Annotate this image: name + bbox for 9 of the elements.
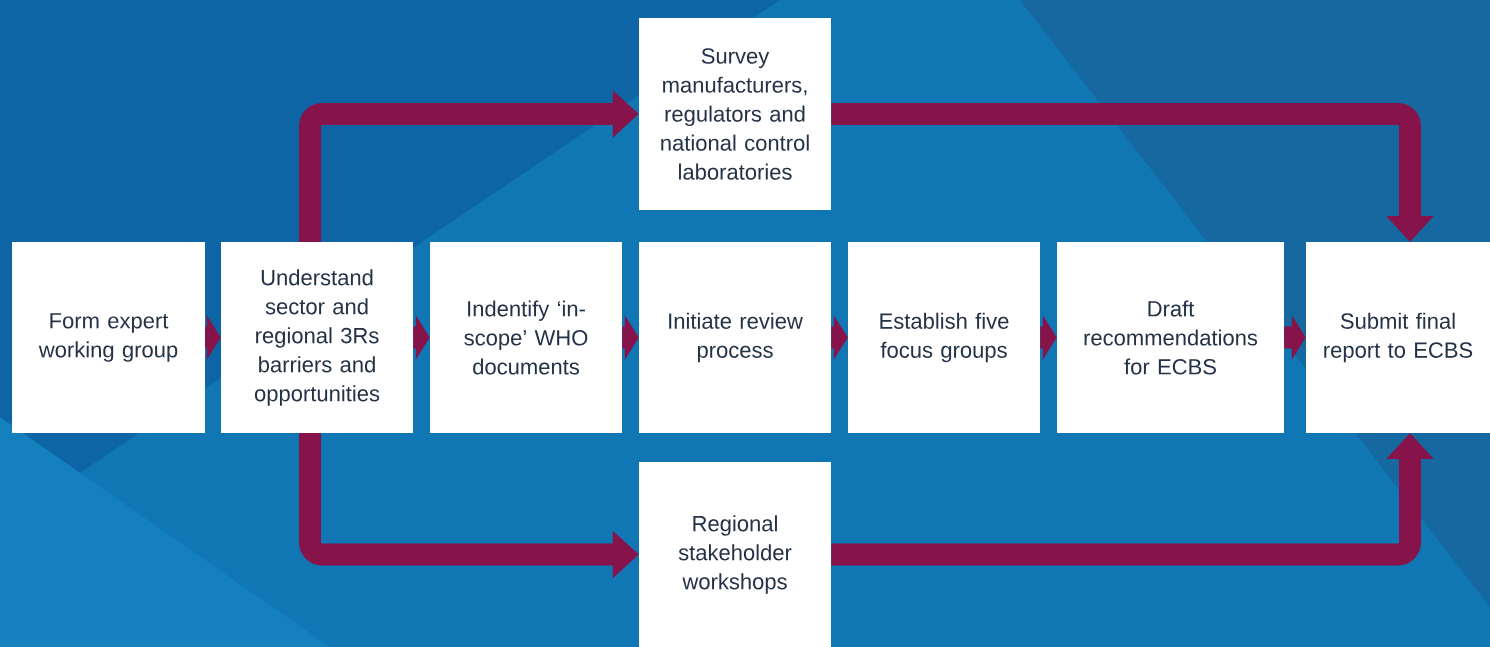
process-box: Indentify ‘in-scope’ WHO documents <box>430 242 622 433</box>
process-box: Submit final report to ECBS <box>1306 242 1490 433</box>
process-box: Establish five focus groups <box>848 242 1040 433</box>
process-box: Form expert working group <box>12 242 205 433</box>
process-box: Initiate review process <box>639 242 831 433</box>
process-box: Understand sector and regional 3Rs barriers and opportunities <box>221 242 413 433</box>
process-box: Draft recommendations for ECBS <box>1057 242 1284 433</box>
process-box: Survey manufacturers, regulators and national control laboratories <box>639 18 831 210</box>
process-box: Regional stakeholder workshops <box>639 462 831 647</box>
